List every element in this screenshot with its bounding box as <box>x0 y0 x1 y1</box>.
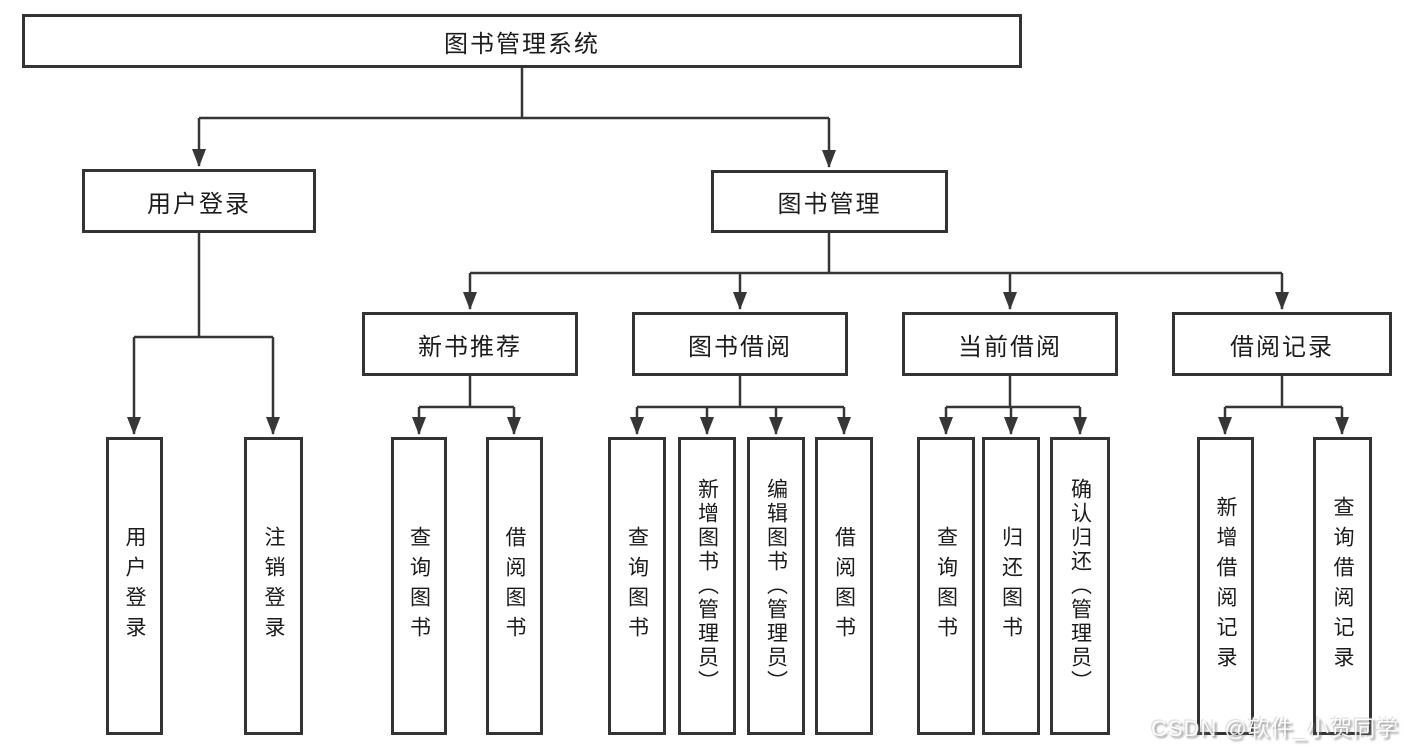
leaf-add-book-admin: 新增图书（管理员） <box>678 437 736 735</box>
leaf-query-books-recommend: 查询图书 <box>391 437 447 735</box>
leaf-query-books-borrow: 查询图书 <box>608 437 666 735</box>
node-user-login-branch: 用户登录 <box>82 169 316 233</box>
leaf-label: 确认归还（管理员） <box>1068 478 1092 694</box>
node-label: 图书管理系统 <box>444 30 600 58</box>
leaf-label: 新增借阅记录 <box>1214 496 1237 676</box>
node-label: 图书管理 <box>777 191 882 218</box>
leaf-query-borrow-record: 查询借阅记录 <box>1313 437 1372 735</box>
leaf-label: 查询图书 <box>625 526 649 646</box>
node-label: 借阅记录 <box>1230 333 1334 361</box>
node-book-management-branch: 图书管理 <box>711 170 948 233</box>
node-borrowing-records: 借阅记录 <box>1172 312 1392 376</box>
leaf-label: 用户登录 <box>123 526 146 646</box>
node-label: 当前借阅 <box>958 333 1062 361</box>
leaf-borrow-books-recommend: 借阅图书 <box>486 437 543 735</box>
node-label: 用户登录 <box>147 190 251 218</box>
leaf-borrow-books: 借阅图书 <box>815 437 873 735</box>
leaf-label: 归还图书 <box>999 526 1023 646</box>
node-label: 图书借阅 <box>688 333 792 361</box>
node-current-borrowing: 当前借阅 <box>902 312 1118 376</box>
leaf-return-book: 归还图书 <box>982 437 1040 735</box>
leaf-user-login: 用户登录 <box>106 437 163 735</box>
leaf-label: 借阅图书 <box>503 526 526 646</box>
watermark: CSDN @软件_小贺同学 <box>1150 716 1399 741</box>
leaf-label: 查询借阅记录 <box>1331 496 1354 676</box>
leaf-edit-book-admin: 编辑图书（管理员） <box>747 437 805 735</box>
leaf-label: 新增图书（管理员） <box>695 478 719 694</box>
leaf-label: 借阅图书 <box>832 526 856 646</box>
leaf-add-borrow-record: 新增借阅记录 <box>1197 437 1254 735</box>
node-library-system-root: 图书管理系统 <box>22 14 1022 68</box>
leaf-query-books-current: 查询图书 <box>917 437 975 735</box>
node-label: 新书推荐 <box>418 333 522 361</box>
leaf-label: 查询图书 <box>407 526 431 646</box>
leaf-label: 编辑图书（管理员） <box>764 478 788 694</box>
leaf-logout: 注销登录 <box>244 437 303 735</box>
node-new-book-recommendation: 新书推荐 <box>362 312 578 376</box>
leaf-label: 查询图书 <box>934 526 958 646</box>
leaf-label: 注销登录 <box>262 526 285 646</box>
node-book-borrowing: 图书借阅 <box>632 312 848 376</box>
leaf-confirm-return-admin: 确认归还（管理员） <box>1050 437 1110 735</box>
